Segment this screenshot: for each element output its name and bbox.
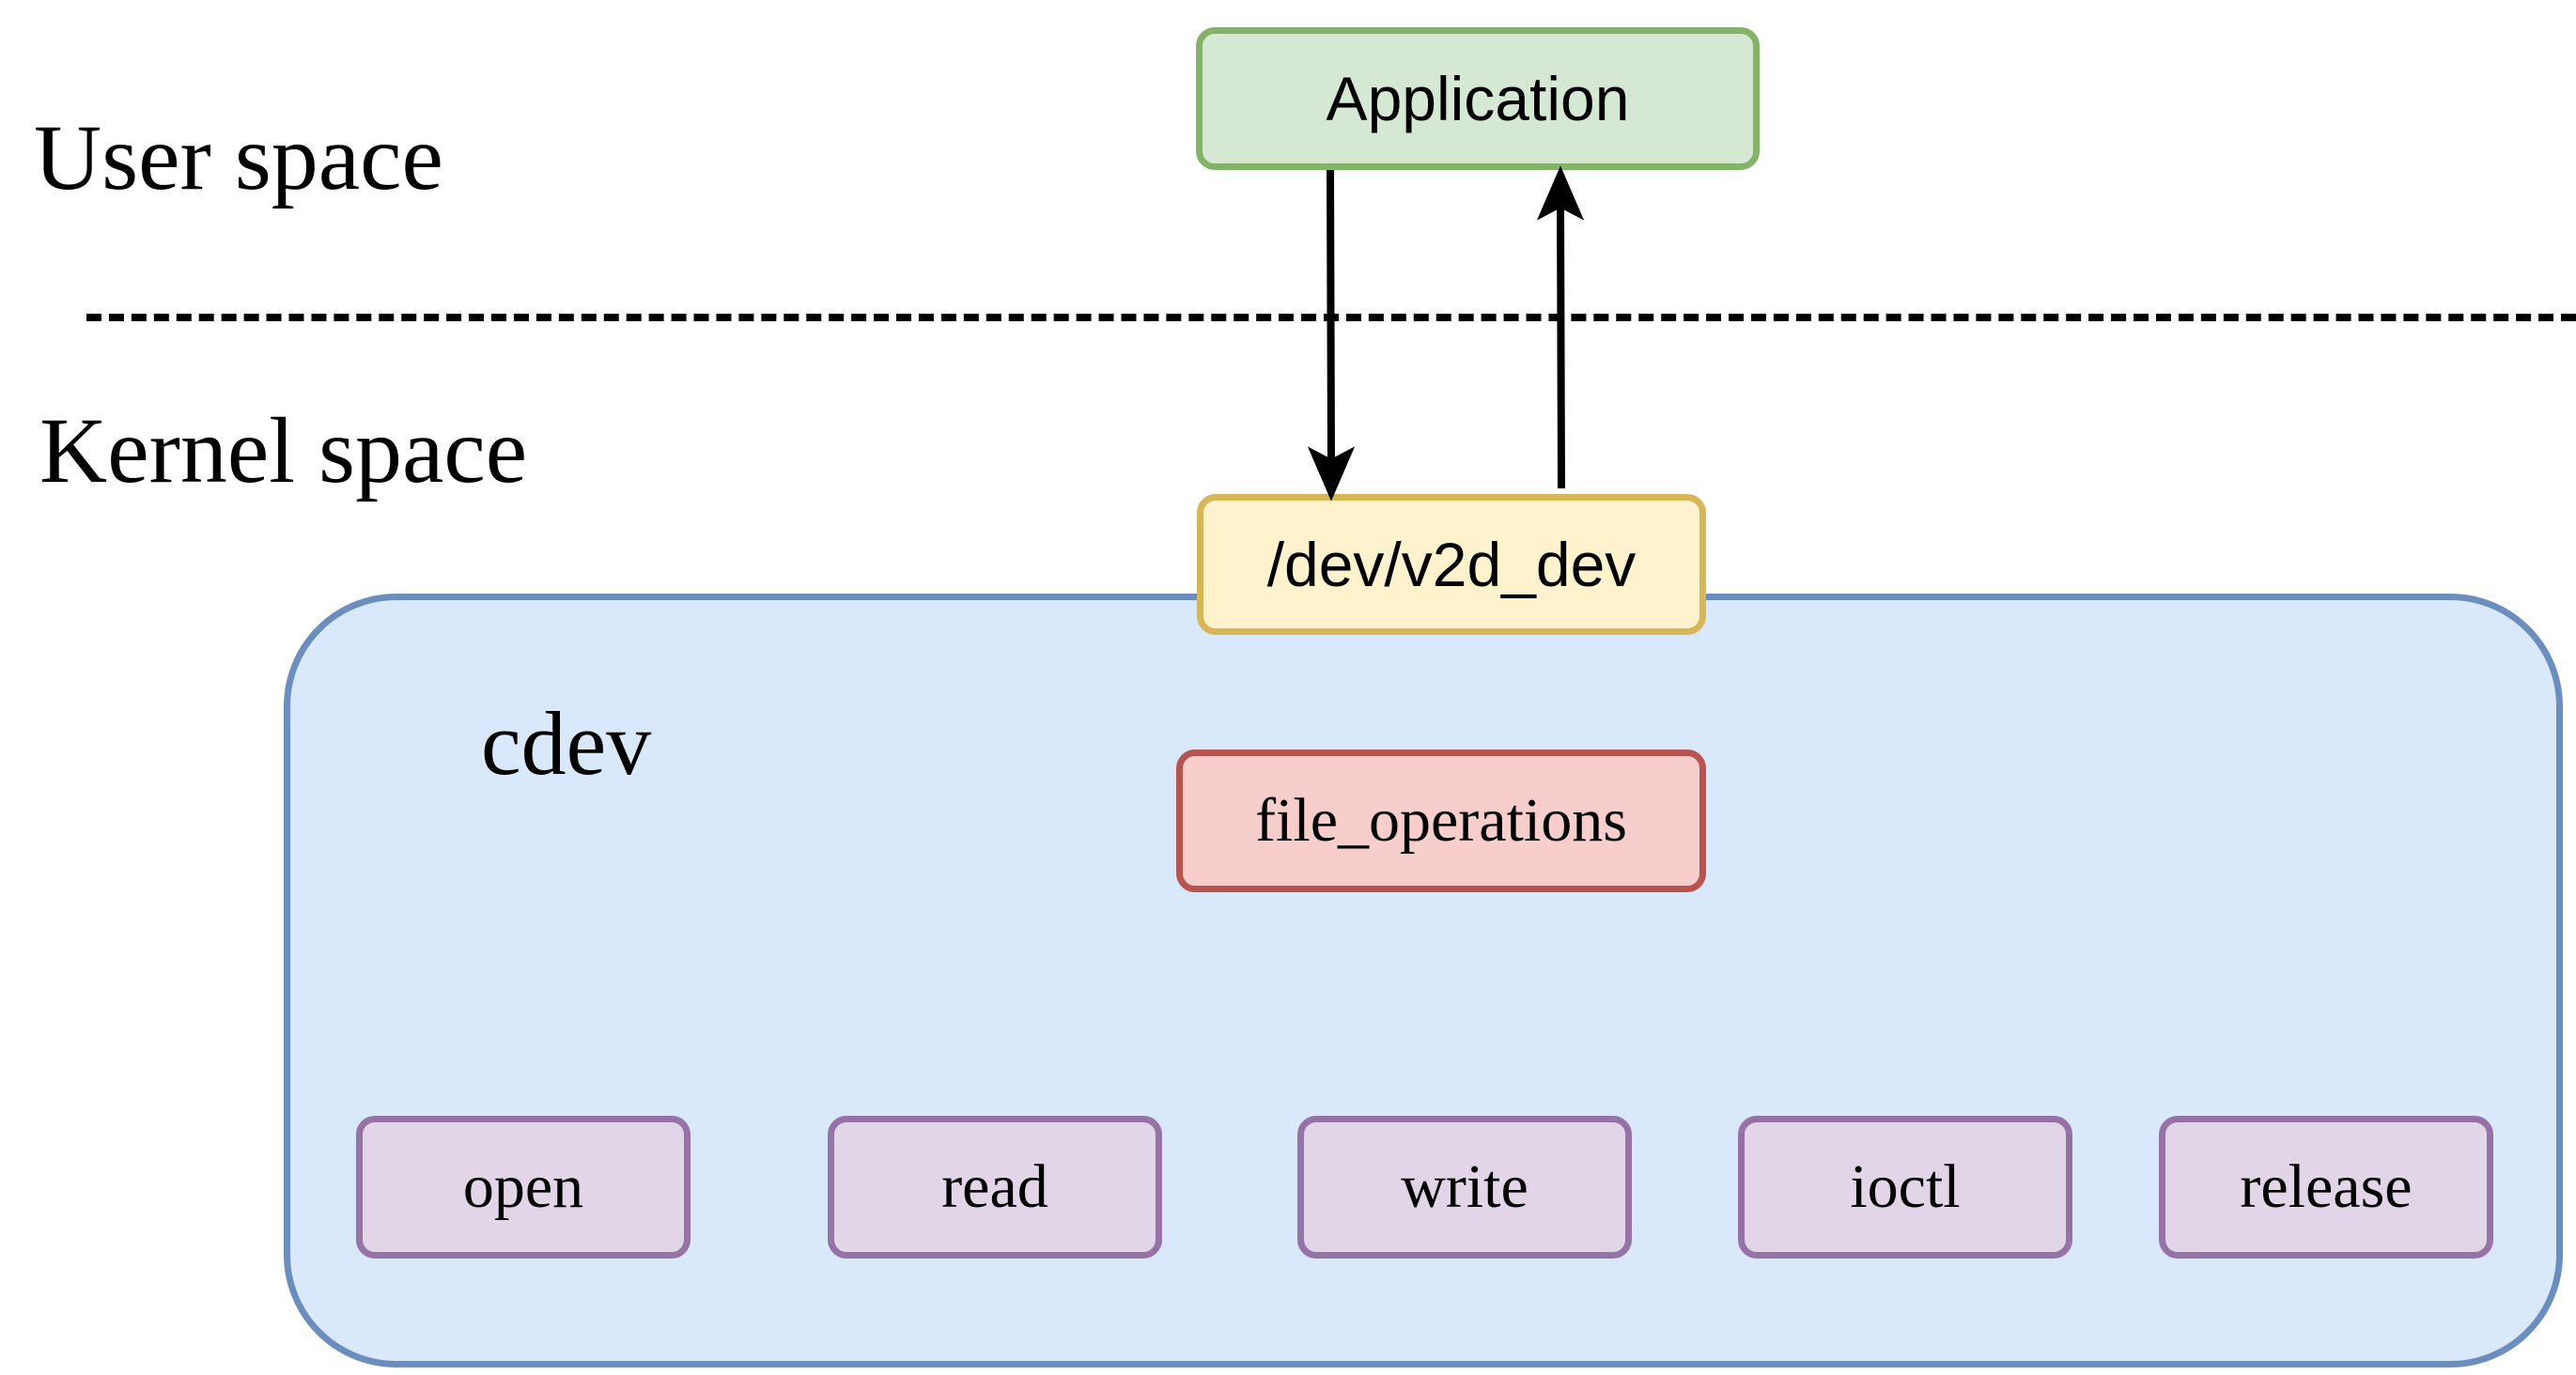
application-node: Application bbox=[1196, 27, 1760, 170]
op-read-node: read bbox=[828, 1116, 1162, 1259]
file-operations-label: file_operations bbox=[1255, 786, 1627, 855]
op-read-label: read bbox=[941, 1152, 1048, 1221]
user-space-label: User space bbox=[34, 105, 443, 209]
op-ioctl-label: ioctl bbox=[1850, 1152, 1961, 1221]
device-file-node: /dev/v2d_dev bbox=[1197, 494, 1706, 635]
op-ioctl-node: ioctl bbox=[1738, 1116, 2072, 1259]
op-open-node: open bbox=[356, 1116, 691, 1259]
arrow-down-to-device bbox=[1307, 169, 1356, 502]
op-release-label: release bbox=[2240, 1152, 2413, 1221]
op-write-label: write bbox=[1401, 1152, 1529, 1221]
user-kernel-divider bbox=[86, 314, 2576, 321]
file-operations-node: file_operations bbox=[1176, 749, 1706, 892]
cdev-label: cdev bbox=[481, 693, 652, 794]
op-write-node: write bbox=[1297, 1116, 1632, 1259]
op-release-node: release bbox=[2159, 1116, 2493, 1259]
op-open-label: open bbox=[462, 1152, 584, 1221]
arrow-up-to-application bbox=[1536, 165, 1585, 489]
kernel-space-label: Kernel space bbox=[39, 398, 528, 502]
device-file-label: /dev/v2d_dev bbox=[1266, 530, 1637, 599]
application-label: Application bbox=[1326, 64, 1630, 133]
